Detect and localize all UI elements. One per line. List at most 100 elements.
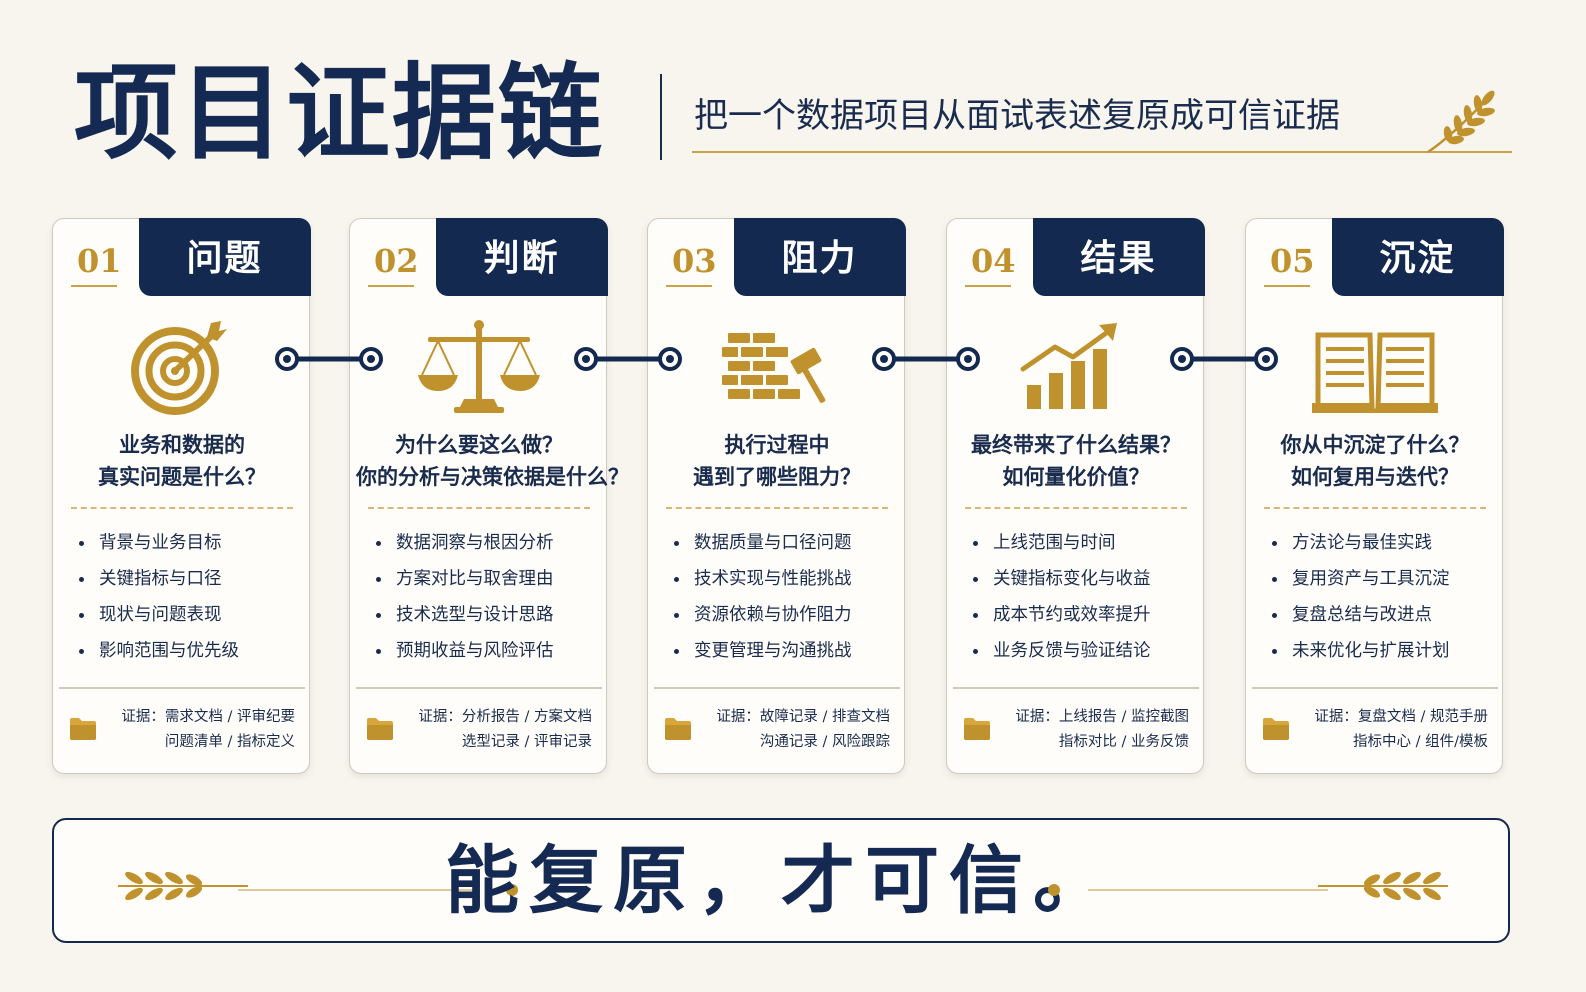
dashed-divider <box>965 507 1187 509</box>
wheat-icon <box>118 871 518 901</box>
subtitle: 把一个数据项目从面试表述复原成可信证据 <box>694 96 1340 136</box>
evidence-line: 证据：上线报告 / 监控截图 <box>1015 709 1189 725</box>
folder-icon <box>665 718 691 740</box>
subtitle-underline <box>692 151 1512 153</box>
growth-chart-icon <box>1020 323 1117 409</box>
list-item: 关键指标与口径 <box>77 561 239 597</box>
step-number-underline <box>71 285 117 287</box>
step-title: 沉淀 <box>1331 217 1504 296</box>
evidence-text: 证据：复盘文档 / 规范手册 指标中心 / 组件/模板 <box>1314 705 1488 755</box>
slogan-banner: 能复原，才可信。 <box>52 818 1510 943</box>
step-number-underline <box>368 285 414 287</box>
chain-connector <box>872 347 980 371</box>
evidence-line: 指标中心 / 组件/模板 <box>1353 734 1488 750</box>
question-line: 你从中沉淀了什么？ <box>1280 432 1470 457</box>
step-card-obstacles: 03 阻力 执行过程中 遇到了哪些阻力？ 数据质量与口径问题 技术实现与性能挑战… <box>647 217 906 774</box>
brick-wall-hammer-icon <box>722 333 826 403</box>
step-item-list: 数据质量与口径问题 技术实现与性能挑战 资源依赖与协作阻力 变更管理与沟通挑战 <box>672 525 852 669</box>
question-line: 真实问题是什么？ <box>98 464 266 489</box>
card-separator <box>1252 687 1498 689</box>
open-book-icon <box>1312 332 1438 413</box>
step-card-problem: 01 问题 业务和数据的 真实问题是什么？ 背景与业务目标 关键指标与口径 现状… <box>52 217 311 774</box>
scales-icon <box>418 320 540 413</box>
list-item: 预期收益与风险评估 <box>374 633 554 669</box>
folder-icon <box>964 718 990 740</box>
step-question: 为什么要这么做？ 你的分析与决策依据是什么？ <box>356 429 629 493</box>
question-line: 遇到了哪些阻力？ <box>693 464 861 489</box>
step-question: 执行过程中 遇到了哪些阻力？ <box>654 429 900 493</box>
step-question: 最终带来了什么结果？ 如何量化价值？ <box>953 429 1199 493</box>
question-line: 你的分析与决策依据是什么？ <box>356 464 629 489</box>
step-number: 05 <box>1270 242 1315 280</box>
main-title: 项目证据链 <box>74 51 605 174</box>
step-number: 04 <box>971 242 1016 280</box>
list-item: 成本节约或效率提升 <box>971 597 1151 633</box>
evidence-line: 选型记录 / 评审记录 <box>461 734 592 750</box>
step-item-list: 数据洞察与根因分析 方案对比与取舍理由 技术选型与设计思路 预期收益与风险评估 <box>374 525 554 669</box>
wheat-icon <box>1427 90 1495 154</box>
step-number: 01 <box>77 242 122 280</box>
step-item-list: 背景与业务目标 关键指标与口径 现状与问题表现 影响范围与优先级 <box>77 525 239 669</box>
folder-icon <box>1263 718 1289 740</box>
evidence-text: 证据：分析报告 / 方案文档 选型记录 / 评审记录 <box>418 705 592 755</box>
list-item: 复用资产与工具沉淀 <box>1270 561 1450 597</box>
list-item: 资源依赖与协作阻力 <box>672 597 852 633</box>
list-item: 关键指标变化与收益 <box>971 561 1151 597</box>
evidence-text: 证据：故障记录 / 排查文档 沟通记录 / 风险跟踪 <box>716 705 890 755</box>
step-title: 问题 <box>138 217 311 296</box>
list-item: 技术实现与性能挑战 <box>672 561 852 597</box>
step-number-underline <box>965 285 1011 287</box>
step-card-judgment: 02 判断 为什么要这么做？ 你的分析与决策依据是什么？ 数据洞察与根因分析 方… <box>349 217 629 774</box>
step-card-takeaways: 05 沉淀 你从中沉淀了什么？ 如何复用与迭代？ 方法论与最佳实践 复用资产与工… <box>1245 217 1504 774</box>
folder-icon <box>70 718 96 740</box>
folder-icon <box>367 718 393 740</box>
evidence-line: 问题清单 / 指标定义 <box>164 734 295 750</box>
question-line: 为什么要这么做？ <box>395 432 563 457</box>
step-number: 02 <box>374 242 419 280</box>
step-question: 业务和数据的 真实问题是什么？ <box>59 429 305 493</box>
evidence-text: 证据：上线报告 / 监控截图 指标对比 / 业务反馈 <box>1015 705 1189 755</box>
step-title: 阻力 <box>733 217 906 296</box>
evidence-line: 证据：复盘文档 / 规范手册 <box>1314 709 1488 725</box>
card-separator <box>654 687 900 689</box>
list-item: 背景与业务目标 <box>77 525 239 561</box>
evidence-line: 指标对比 / 业务反馈 <box>1058 734 1189 750</box>
evidence-line: 证据：故障记录 / 排查文档 <box>716 709 890 725</box>
slogan-text: 能复原，才可信。 <box>445 838 1117 924</box>
chain-connector <box>574 347 682 371</box>
dashed-divider <box>71 507 293 509</box>
list-item: 方案对比与取舍理由 <box>374 561 554 597</box>
list-item: 技术选型与设计思路 <box>374 597 554 633</box>
header: 项目证据链 把一个数据项目从面试表述复原成可信证据 <box>0 0 1586 210</box>
list-item: 现状与问题表现 <box>77 597 239 633</box>
evidence-text: 证据：需求文档 / 评审纪要 问题清单 / 指标定义 <box>121 705 295 755</box>
list-item: 数据洞察与根因分析 <box>374 525 554 561</box>
list-item: 未来优化与扩展计划 <box>1270 633 1450 669</box>
list-item: 影响范围与优先级 <box>77 633 239 669</box>
step-title: 结果 <box>1032 217 1205 296</box>
step-number-underline <box>1264 285 1310 287</box>
card-separator <box>953 687 1199 689</box>
evidence-line: 沟通记录 / 风险跟踪 <box>759 734 890 750</box>
title-divider <box>660 74 662 160</box>
evidence-line: 证据：分析报告 / 方案文档 <box>418 709 592 725</box>
list-item: 复盘总结与改进点 <box>1270 597 1450 633</box>
list-item: 业务反馈与验证结论 <box>971 633 1151 669</box>
question-line: 执行过程中 <box>724 432 830 457</box>
chain-connector <box>275 347 383 371</box>
list-item: 数据质量与口径问题 <box>672 525 852 561</box>
list-item: 上线范围与时间 <box>971 525 1151 561</box>
card-separator <box>356 687 602 689</box>
dashed-divider <box>666 507 888 509</box>
wheat-icon <box>1048 871 1448 901</box>
step-item-list: 上线范围与时间 关键指标变化与收益 成本节约或效率提升 业务反馈与验证结论 <box>971 525 1151 669</box>
evidence-line: 证据：需求文档 / 评审纪要 <box>121 709 295 725</box>
step-card-results: 04 结果 最终带来了什么结果？ 如何量化价值？ 上线范围与时间 关键指标变化与… <box>946 217 1205 774</box>
question-line: 如何复用与迭代？ <box>1291 464 1459 489</box>
card-separator <box>59 687 305 689</box>
step-number: 03 <box>672 242 717 280</box>
question-line: 如何量化价值？ <box>1002 464 1150 489</box>
dashed-divider <box>1264 507 1486 509</box>
step-question: 你从中沉淀了什么？ 如何复用与迭代？ <box>1252 429 1498 493</box>
question-line: 最终带来了什么结果？ <box>971 432 1181 457</box>
